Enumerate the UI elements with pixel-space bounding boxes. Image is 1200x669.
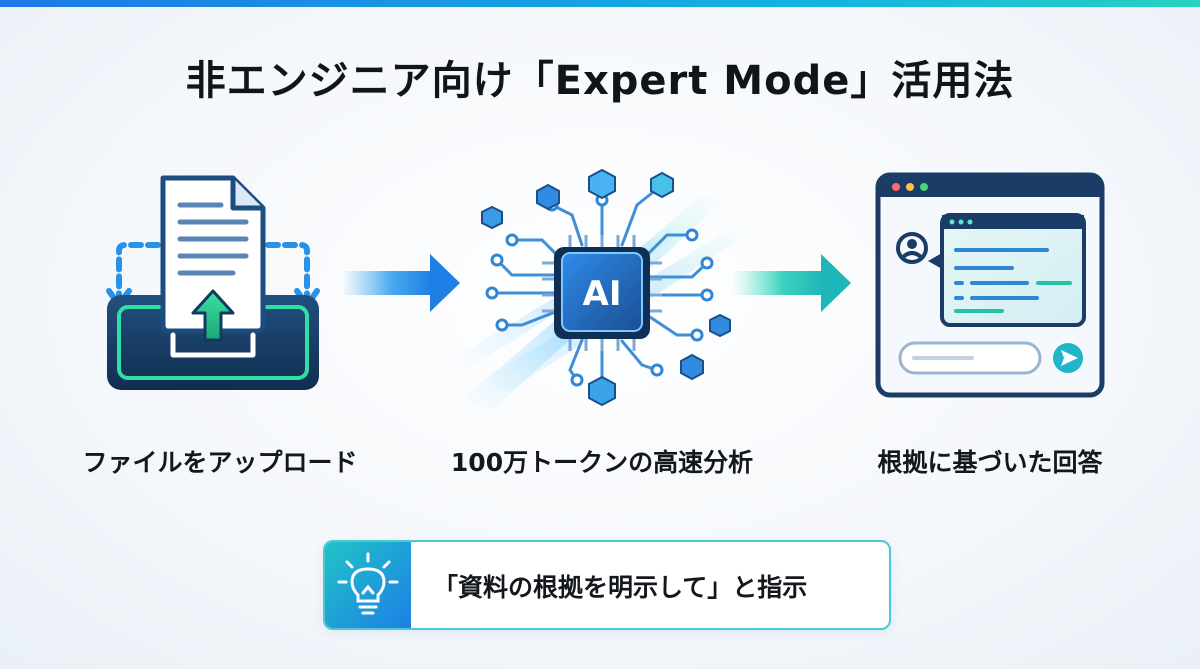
ai-chip-icon: AI: [452, 168, 744, 410]
step-label-upload: ファイルをアップロード: [82, 448, 358, 477]
ai-chip-label: AI: [583, 274, 622, 314]
flow-arrow-2: [733, 254, 851, 312]
tip-text: 「資料の根拠を明示して」と指示: [433, 573, 808, 602]
lightbulb-icon: [337, 552, 399, 615]
upload-tray-icon: [106, 175, 320, 390]
page-title: 非エンジニア向け「Expert Mode」活用法: [185, 58, 1015, 104]
top-accent-bar: [0, 0, 1200, 7]
chat-window-icon: [875, 172, 1105, 398]
tip-icon-box: [325, 542, 411, 628]
flow-arrow-1: [342, 254, 460, 312]
step-label-analysis: 100万トークンの高速分析: [450, 448, 754, 477]
tip-box: 「資料の根拠を明示して」と指示: [323, 540, 891, 630]
step-label-answer: 根拠に基づいた回答: [877, 448, 1103, 477]
